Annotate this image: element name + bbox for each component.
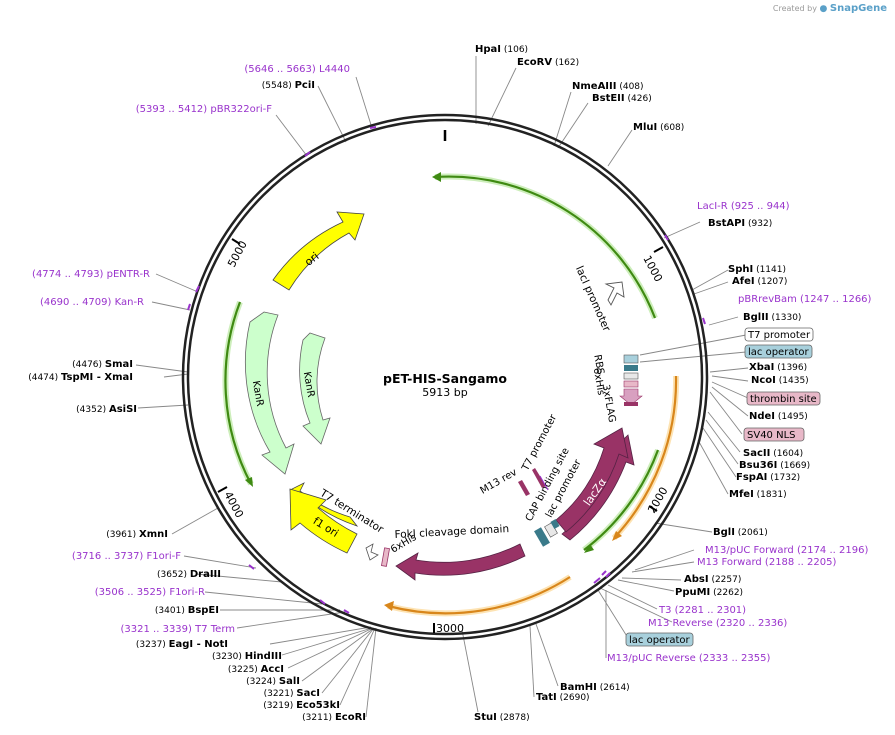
kanr-outer-label: KanR <box>250 380 265 407</box>
site-label-xmni: (3961) XmnI <box>106 529 168 540</box>
site-label-bgli: BglI (2061) <box>713 527 768 538</box>
lac-promoter-block <box>534 527 550 547</box>
outer-arcs <box>222 172 680 617</box>
primer-label-f1ori-f: (3716 .. 3737) F1ori-F <box>72 551 181 562</box>
site-label-sacii: SacII (1604) <box>743 448 803 459</box>
his6-top-label: 6xHis <box>591 367 607 396</box>
site-label-tspmi: (4474) TspMI - XmaI <box>28 372 133 383</box>
site-label-bspei: (3401) BspEI <box>155 605 219 616</box>
primer-label-t3: T3 (2281 .. 2301) <box>658 605 746 616</box>
snapgene-credit: Created by ● SnapGene <box>773 3 887 14</box>
site-label-mlui: MluI (608) <box>633 122 684 133</box>
site-label-stui: StuI (2878) <box>474 712 530 723</box>
site-label-ecorv: EcoRV (162) <box>517 57 579 68</box>
svg-text:thrombin site: thrombin site <box>750 394 817 405</box>
label-layer: HpaI (106) EcoRV (162) NmeAIII (408)BstEII… <box>28 44 871 723</box>
site-label-draiii: (3652) DraIII <box>157 569 221 580</box>
tick-label-3000: 3000 <box>436 622 464 635</box>
tick-label-1000: 1000 <box>640 253 665 284</box>
site-label-absi: AbsI (2257) <box>684 574 741 585</box>
backbone-ring-inner <box>186 118 704 636</box>
primer-label-l4440: (5646 .. 5663) L4440 <box>244 64 350 75</box>
site-label-bsteii: BstEII (426) <box>592 93 652 104</box>
primer-label-m13-forward: M13 Forward (2188 .. 2205) <box>697 557 836 568</box>
site-label-hindiii: (3230) HindIII <box>212 651 282 662</box>
primer-label-m13-reverse: M13 Reverse (2320 .. 2336) <box>648 618 787 629</box>
primer-label-m13-puc-reverse: M13/pUC Reverse (2333 .. 2355) <box>607 653 770 664</box>
plasmid-name: pET-HIS-Sangamo <box>383 371 507 386</box>
rbs-block <box>623 354 639 364</box>
his6-top-block <box>623 372 639 380</box>
tick-label-4000: 4000 <box>221 489 246 520</box>
kanr-inner-label: KanR <box>301 371 316 398</box>
created-by-text: Created by <box>772 4 817 13</box>
feature-tag-thrombin-site: thrombin site <box>746 391 821 406</box>
site-label-bstapi: BstAPI (932) <box>708 218 772 229</box>
m13-rev-label: M13 rev <box>478 467 519 497</box>
feature-tag-lac-operator: lac operator <box>625 632 694 647</box>
feature-tag-t7-promoter: T7 promoter <box>744 327 814 342</box>
feature-tag-lac-operator: lac operator <box>744 344 813 359</box>
site-label-pcii: (5548) PciI <box>262 80 315 91</box>
primer-label-pentr-r: (4774 .. 4793) pENTR-R <box>32 269 150 280</box>
flag3-arrow <box>619 388 643 406</box>
his6-bottom-marker <box>381 547 390 567</box>
m13-rev-marker <box>518 480 530 496</box>
site-label-mfei: MfeI (1831) <box>729 489 787 500</box>
site-label-ppumi: PpuMI (2262) <box>675 587 743 598</box>
site-label-ndei: NdeI (1495) <box>749 411 808 422</box>
site-label-asisi: (4352) AsiSI <box>76 404 137 415</box>
site-label-nmeaiii: NmeAIII (408) <box>572 81 644 92</box>
brand-text: SnapGene <box>829 3 887 14</box>
site-label-hpai: HpaI (106) <box>475 44 528 55</box>
annotation-lines <box>135 56 749 718</box>
primer-label-laci-r: LacI-R (925 .. 944) <box>697 201 790 212</box>
primer-label-pbrrevbam: pBRrevBam (1247 .. 1266) <box>738 294 872 305</box>
primer-label-m13-puc-forward: M13/pUC Forward (2174 .. 2196) <box>705 545 868 556</box>
site-label-eco53ki: (3219) Eco53kI <box>263 700 340 711</box>
primer-label-kan-r: (4690 .. 4709) Kan-R <box>40 297 144 308</box>
tick-label-5000: 5000 <box>225 239 250 270</box>
site-label-ecori: (3211) EcoRI <box>302 712 366 723</box>
site-label-ncoi: NcoI (1435) <box>751 375 809 386</box>
kanr-outer-arrow <box>244 311 295 475</box>
site-label-bglii: BglII (1330) <box>743 312 801 323</box>
site-label-eagi: (3237) EagI - NotI <box>136 639 228 650</box>
ori-arrow <box>272 211 365 291</box>
site-label-sphi: SphI (1141) <box>728 264 786 275</box>
site-label-acci: (3225) AccI <box>228 664 284 675</box>
site-label-saci: (3221) SacI <box>264 688 320 699</box>
svg-text:lac operator: lac operator <box>629 635 690 646</box>
primer-label-pbr322ori-f: (5393 .. 5412) pBR322ori-F <box>136 104 272 115</box>
laci-promoter-label: lacI promoter <box>573 264 613 334</box>
feature-tag-sv40-nls: SV40 NLS <box>743 427 805 442</box>
primer-label-t7-term: (3321 .. 3339) T7 Term <box>121 624 235 635</box>
site-label-fspai: FspAI (1732) <box>736 472 800 483</box>
site-label-afei: AfeI (1207) <box>732 276 787 287</box>
t7-promoter-marker <box>532 468 546 488</box>
laci-promoter-icon <box>604 281 625 306</box>
site-label-sali: (3224) SalI <box>246 676 300 687</box>
svg-text:SV40 NLS: SV40 NLS <box>747 430 796 441</box>
plasmid-length: 5913 bp <box>422 386 467 399</box>
snapgene-logo-icon: ● <box>819 4 828 14</box>
backbone-ring-outer <box>181 113 709 641</box>
t7-terminator-icon <box>365 543 379 561</box>
site-label-bamhi: BamHI (2614) <box>560 682 630 693</box>
site-label-bsu36i: Bsu36I (1669) <box>739 460 810 471</box>
rbs-label: RBS <box>591 354 605 376</box>
site-label-xbai: XbaI (1396) <box>749 362 807 373</box>
f1-ori-arrow <box>289 482 359 527</box>
kanr-inner-arrow <box>299 332 331 445</box>
primer-label-f1ori-r: (3506 .. 3525) F1ori-R <box>95 587 205 598</box>
flag3-label: 3xFLAG <box>600 384 617 424</box>
foki-label: FokI cleavage domain <box>394 523 509 541</box>
svg-text:lac operator: lac operator <box>748 347 809 358</box>
svg-text:T7 promoter: T7 promoter <box>747 330 811 341</box>
primer-markers <box>187 126 706 614</box>
site-label-smai: (4476) SmaI <box>72 359 133 370</box>
site-label-tati: TatI (2690) <box>536 692 590 703</box>
foki-arrow <box>395 543 526 581</box>
